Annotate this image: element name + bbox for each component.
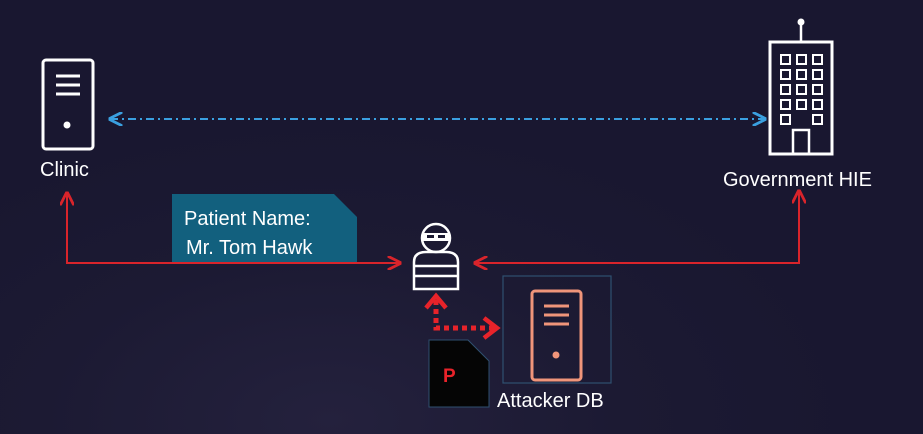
attacker-db-server-icon bbox=[530, 289, 583, 382]
clinic-server-icon bbox=[41, 58, 95, 151]
stolen-file-letter: P bbox=[443, 366, 456, 387]
patient-data-note bbox=[172, 194, 357, 262]
exfiltration-arrow bbox=[433, 300, 494, 331]
stolen-file-icon bbox=[428, 339, 490, 408]
government-hie-label: Government HIE bbox=[723, 169, 872, 191]
attacker-db-label: Attacker DB bbox=[497, 390, 604, 412]
clinic-to-attacker-arrow bbox=[67, 193, 400, 263]
government-to-attacker-arrow bbox=[475, 191, 799, 263]
government-building-icon bbox=[768, 18, 834, 156]
patient-name-value: Mr. Tom Hawk bbox=[186, 237, 313, 259]
hacker-icon bbox=[412, 222, 460, 291]
patient-name-heading: Patient Name: bbox=[184, 208, 311, 230]
exfil-arrowhead-up bbox=[424, 292, 448, 310]
attacker-db-frame bbox=[502, 275, 612, 384]
exfil-arrowhead-right bbox=[482, 316, 501, 340]
clinic-label: Clinic bbox=[40, 159, 89, 181]
